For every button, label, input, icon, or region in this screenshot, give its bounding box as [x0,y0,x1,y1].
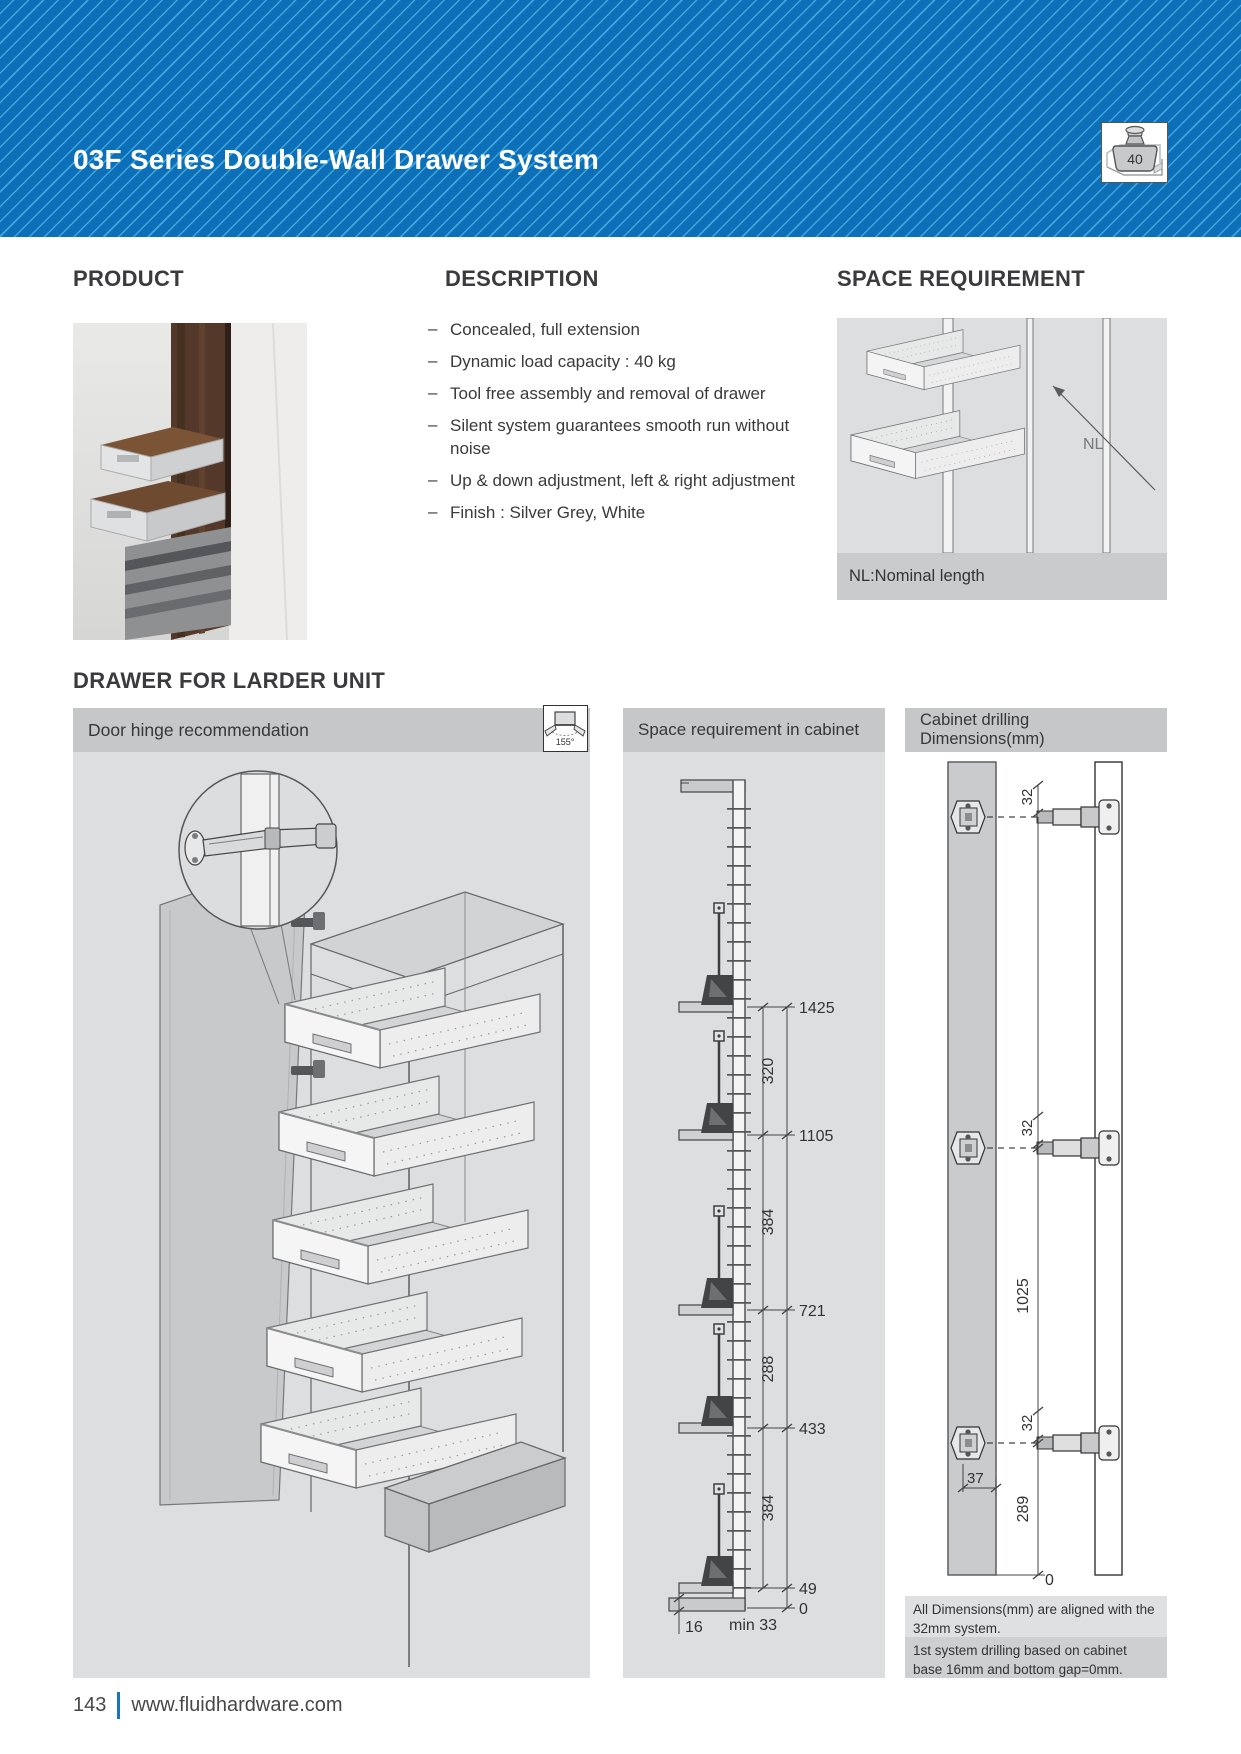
cabinet-space-panel: Space requirement in cabinet [623,708,885,1678]
drilling-note-1-text: All Dimensions(mm) are aligned with the … [913,1602,1155,1636]
page-footer: 143 www.fluidhardware.com [73,1692,343,1719]
spacing-dim: 320 [760,1058,777,1085]
position-dim: 1425 [799,1000,835,1017]
span-upper-dim: 1025 [1015,1278,1032,1314]
space-requirement-diagram: NL [837,317,1167,554]
position-dim: 49 [799,1581,817,1598]
spacing-dim: 288 [760,1356,777,1383]
description-item: Silent system guarantees smooth run with… [428,413,800,460]
product-heading: PRODUCT [73,266,184,291]
description-item-text: Silent system guarantees smooth run with… [450,416,790,458]
position-dim: 721 [799,1303,826,1320]
description-item: Up & down adjustment, left & right adjus… [428,468,800,492]
description-item: Concealed, full extension [428,317,800,341]
base-thickness-dim: 16 [685,1619,703,1636]
page-number: 143 [73,1694,107,1716]
description-item-text: Dynamic load capacity : 40 kg [450,352,676,371]
description-item: Tool free assembly and removal of drawer [428,381,800,405]
cabinet-space-panel-header: Space requirement in cabinet [623,708,885,752]
drilling-drawing: 32 32 32 1025 289 0 37 [947,761,1123,1589]
description-item: Finish : Silver Grey, White [428,500,800,524]
grid-offset-dim: 32 [1019,1120,1036,1137]
nl-dimension-label: NL [1083,436,1104,453]
cabinet-space-panel-title: Space requirement in cabinet [638,720,860,739]
space-requirement-drawing: NL [850,317,1156,554]
product-photo [73,322,307,641]
space-requirement-heading: SPACE REQUIREMENT [837,266,1085,291]
door-hinge-panel: Door hinge recommendation 155° [73,705,590,1678]
load-capacity-icon: 40 [1101,122,1168,183]
page-title: 03F Series Double-Wall Drawer System [73,144,599,175]
door-hinge-panel-header: Door hinge recommendation [73,708,590,752]
description-item-text: Concealed, full extension [450,320,640,339]
description-item-text: Up & down adjustment, left & right adjus… [450,471,795,490]
drilling-panel-title: Cabinet drilling Dimensions(mm) [920,711,1045,748]
spacing-dim: 384 [760,1209,777,1236]
larder-unit-drawing [159,770,567,1667]
description-heading: DESCRIPTION [445,266,599,291]
website-url: www.fluidhardware.com [131,1694,343,1716]
page-header: 03F Series Double-Wall Drawer System 40 [0,0,1241,237]
drilling-panel: Cabinet drilling Dimensions(mm) [905,708,1167,1678]
drilling-note-2: 1st system drilling based on cabinet bas… [905,1637,1167,1678]
larder-heading: DRAWER FOR LARDER UNIT [73,668,386,693]
plate-offset-dim: 37 [967,1470,984,1487]
hinge-angle-icon: 155° [543,705,588,752]
description-item-text: Finish : Silver Grey, White [450,503,646,522]
spacing-dim: 384 [760,1495,777,1522]
grid-offset-dim: 32 [1019,789,1036,806]
grid-offset-dim: 32 [1019,1415,1036,1432]
hinge-angle-value: 155° [556,737,575,747]
footer-divider [117,1692,121,1719]
nl-caption-text: NL:Nominal length [849,567,985,585]
door-hinge-panel-title: Door hinge recommendation [88,719,309,740]
position-dim: 433 [799,1421,826,1438]
min-reveal-dim: min 33 [729,1617,777,1634]
hinge-angle-glyph: 155° [544,711,586,747]
span-lower-dim: 289 [1015,1496,1032,1523]
drilling-note-1: All Dimensions(mm) are aligned with the … [905,1596,1167,1637]
description-item: Dynamic load capacity : 40 kg [428,349,800,373]
cabinet-space-drawing: 320 384 288 384 1425 1105 721 433 49 0 [668,779,835,1636]
weight-40-glyph: 40 [1106,125,1163,176]
position-dim: 1105 [799,1128,834,1145]
description-item-text: Tool free assembly and removal of drawer [450,384,766,403]
baseline-dim: 0 [1045,1572,1054,1589]
description-list: Concealed, full extension Dynamic load c… [428,317,800,533]
product-photo-image [73,322,307,641]
nl-caption: NL:Nominal length [837,553,1167,600]
drilling-note-2-text: 1st system drilling based on cabinet bas… [913,1643,1127,1677]
load-capacity-value: 40 [1127,151,1143,167]
drilling-panel-header: Cabinet drilling Dimensions(mm) [905,708,1167,752]
position-dim: 0 [799,1601,808,1618]
